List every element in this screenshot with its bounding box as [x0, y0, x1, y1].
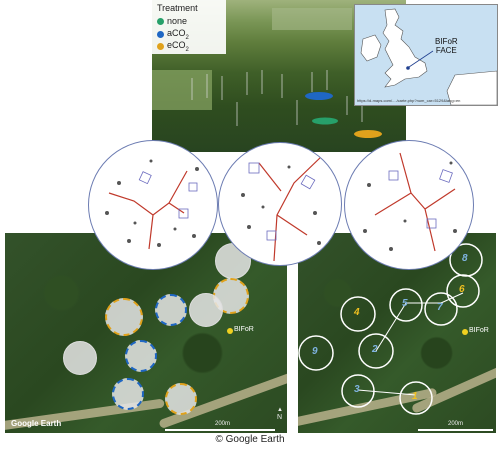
eco2-plot-marker: [354, 130, 382, 138]
plot-number: 3: [354, 384, 360, 395]
legend-item-aco2: aCO2: [157, 28, 189, 41]
plot-schematic-left: [88, 140, 218, 270]
plot-infrastructure: [105, 159, 199, 250]
scale-bar: [165, 429, 275, 431]
inset-source-url: https://d-maps.com/..../carte.php?num_ca…: [357, 98, 461, 103]
google-earth-watermark: Google Earth: [11, 419, 62, 428]
plot-eco2: [105, 298, 143, 336]
uk-location-map: BIFoR FACE https://d-maps.com/..../carte…: [354, 4, 498, 106]
plot-rings: [298, 243, 483, 415]
plot-infrastructure: [241, 154, 324, 262]
legend-swatch: [157, 42, 164, 50]
site-pin-icon: [227, 328, 233, 334]
scale-bar: [418, 429, 493, 431]
plot-number: 9: [312, 346, 318, 357]
field-patch: [152, 70, 212, 110]
plot-infrastructure: [363, 152, 457, 252]
none-plot-marker: [312, 117, 338, 125]
plot-none: [189, 293, 223, 327]
plot-eco2: [165, 383, 197, 415]
north-arrow-icon: ▲: [277, 407, 283, 413]
plot-aco2: [112, 378, 144, 410]
north-label: N: [277, 414, 283, 421]
legend-item-eco2: eCO2: [157, 40, 189, 53]
site-label: BIFoR: [234, 326, 254, 333]
aco2-plot-marker: [305, 92, 333, 100]
plot-aco2: [125, 340, 157, 372]
legend-item-none: none: [157, 16, 187, 26]
plot-number: 6: [459, 284, 465, 295]
field-patch: [272, 8, 352, 30]
plot-number: 2: [372, 344, 378, 355]
plot-connections: [298, 243, 483, 415]
inset-caption: BIFoR FACE: [435, 37, 458, 55]
plot-number: 1: [412, 391, 418, 402]
legend-label: aCO2: [167, 28, 189, 41]
legend-swatch: [157, 30, 164, 38]
copyright-caption: © Google Earth: [215, 434, 285, 445]
plot-aco2: [155, 294, 187, 326]
plot-number: 7: [437, 302, 443, 313]
plot-none: [63, 341, 97, 375]
legend-title: Treatment: [157, 3, 198, 13]
site-marker: [406, 66, 410, 70]
plot-number: 4: [354, 307, 360, 318]
legend-swatch: [157, 17, 164, 25]
uk-outline: [360, 8, 497, 105]
site-pin-icon: [462, 329, 468, 335]
site-label: BIFoR: [469, 327, 489, 334]
scale-label: 200m: [215, 421, 231, 427]
legend-label: none: [167, 16, 188, 26]
plot-schematic-right: [344, 140, 474, 270]
scale-label: 200m: [448, 421, 464, 427]
plot-number: 5: [402, 298, 408, 309]
treatment-legend: Treatment none aCO2 eCO2: [152, 0, 226, 54]
aerial-rings: [191, 70, 382, 138]
legend-label: eCO2: [167, 40, 189, 53]
plot-schematic-center: [218, 142, 342, 266]
plot-number: 8: [462, 253, 468, 264]
